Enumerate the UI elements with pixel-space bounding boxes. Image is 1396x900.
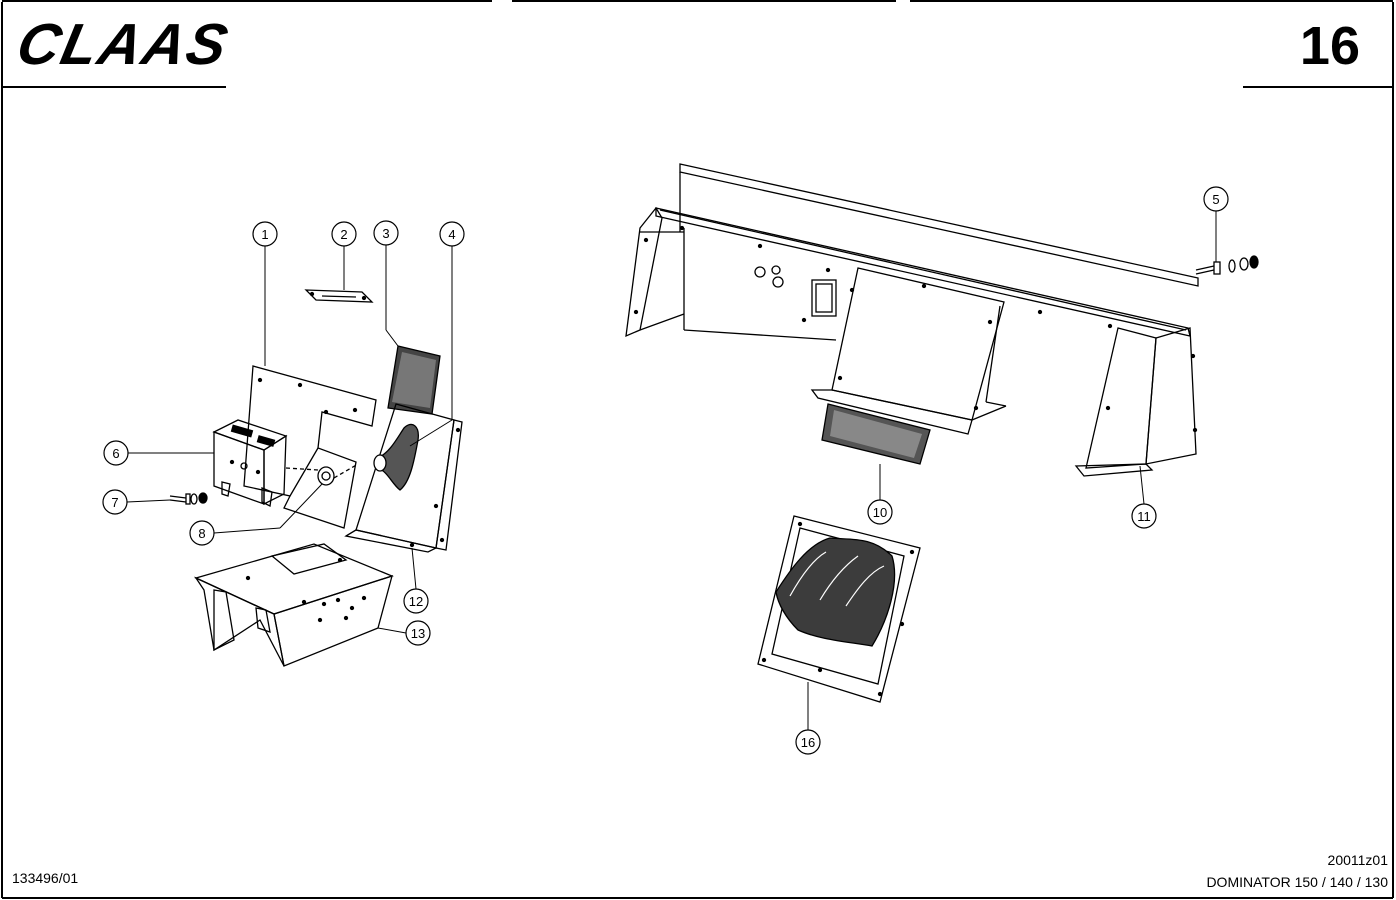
callout-12: 12 (409, 594, 423, 609)
part-16-gaiter-plate (757, 515, 921, 703)
footer-reference: 20011z01 DOMINATOR 150 / 140 / 130 (1206, 849, 1388, 893)
model-designation: DOMINATOR 150 / 140 / 130 (1206, 874, 1388, 890)
part-8-knob (285, 463, 359, 486)
part-7-bolt (169, 492, 208, 505)
callout-1: 1 (261, 227, 268, 242)
callout-8: 8 (198, 526, 205, 541)
page-number: 16 (1299, 16, 1360, 76)
callout-3: 3 (382, 226, 389, 241)
callout-7: 7 (111, 495, 118, 510)
claas-logo: CLAAS (14, 18, 235, 70)
part-10-cover-flap (810, 267, 1007, 465)
part-1-cover-plate (243, 365, 377, 529)
part-5-bolt (1195, 255, 1259, 275)
part-3-seal-pad (387, 345, 441, 415)
callout-4: 4 (448, 227, 455, 242)
svg-text:CLAAS: CLAAS (14, 18, 235, 70)
callout-6: 6 (112, 446, 119, 461)
callout-11: 11 (1137, 509, 1151, 524)
part-11-front-panel (625, 163, 1199, 477)
callout-13: 13 (411, 626, 425, 641)
callout-10: 10 (873, 505, 887, 520)
callout-16: 16 (801, 735, 815, 750)
document-number: 133496/01 (12, 870, 79, 886)
part-4-rubber-boot (373, 423, 419, 491)
callout-2: 2 (340, 227, 347, 242)
part-6-switch-box (212, 419, 288, 507)
callout-5: 5 (1212, 192, 1219, 207)
drawing-code: 20011z01 (1327, 852, 1388, 868)
part-2-bracket (304, 289, 374, 303)
leader-lines (126, 211, 1217, 730)
part-13-console-base (194, 543, 394, 667)
part-12-mounting-plate (344, 403, 463, 553)
